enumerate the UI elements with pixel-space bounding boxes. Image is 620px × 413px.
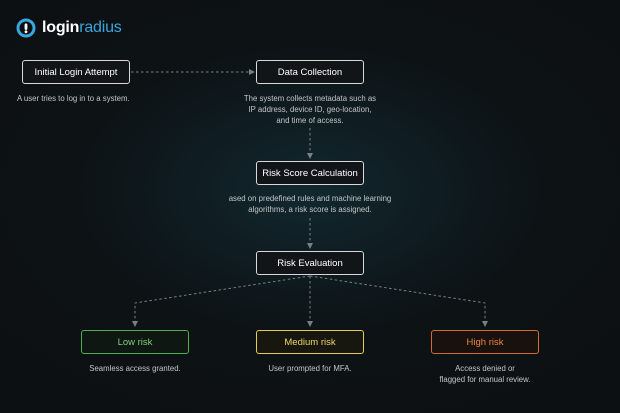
outcome-medium-risk: Medium risk <box>256 330 364 354</box>
high-risk-description-line-1: Access denied or <box>455 364 515 373</box>
outcome-medium-risk-label: Medium risk <box>284 336 336 348</box>
arrow-evaluation-to-high <box>309 275 488 327</box>
low-risk-description: Seamless access granted. <box>60 363 210 374</box>
medium-risk-description: User prompted for MFA. <box>235 363 385 374</box>
low-risk-description-text: Seamless access granted. <box>89 364 181 373</box>
node-risk-score-calculation: Risk Score Calculation <box>256 161 364 185</box>
logo-wordmark-login: login <box>42 19 80 36</box>
high-risk-description-line-2: flagged for manual review. <box>439 375 531 384</box>
high-risk-description: Access denied or flagged for manual revi… <box>410 363 560 385</box>
data-collection-description: The system collects metadata such as IP … <box>210 93 410 126</box>
loginradius-logo-icon <box>16 18 36 38</box>
node-risk-evaluation: Risk Evaluation <box>256 251 364 275</box>
medium-risk-description-text: User prompted for MFA. <box>268 364 352 373</box>
node-data-collection: Data Collection <box>256 60 364 84</box>
risk-score-description: ased on predefined rules and machine lea… <box>190 193 430 215</box>
data-collection-description-line-3: and time of access. <box>276 116 344 125</box>
node-risk-score-calculation-label: Risk Score Calculation <box>262 167 358 179</box>
node-risk-evaluation-label: Risk Evaluation <box>277 257 343 269</box>
logo-wordmark: loginradius <box>42 19 122 37</box>
initial-login-description-text: A user tries to log in to a system. <box>17 94 130 103</box>
risk-score-description-line-1: ased on predefined rules and machine lea… <box>228 194 392 203</box>
outcome-low-risk: Low risk <box>81 330 189 354</box>
outcome-high-risk: High risk <box>431 330 539 354</box>
arrow-evaluation-to-low <box>132 275 311 327</box>
data-collection-description-line-2: IP address, device ID, geo-location, <box>248 105 372 114</box>
data-collection-description-line-1: The system collects metadata such as <box>243 94 377 103</box>
node-initial-login-attempt: Initial Login Attempt <box>22 60 130 84</box>
outcome-high-risk-label: High risk <box>466 336 504 348</box>
outcome-low-risk-label: Low risk <box>117 336 153 348</box>
node-data-collection-label: Data Collection <box>277 66 343 78</box>
initial-login-description: A user tries to log in to a system. <box>17 93 130 104</box>
logo-wordmark-radius: radius <box>79 19 122 36</box>
node-initial-login-attempt-label: Initial Login Attempt <box>34 66 118 78</box>
loginradius-logo: loginradius <box>16 17 122 39</box>
risk-score-description-line-2: algorithms, a risk score is assigned. <box>248 205 372 214</box>
